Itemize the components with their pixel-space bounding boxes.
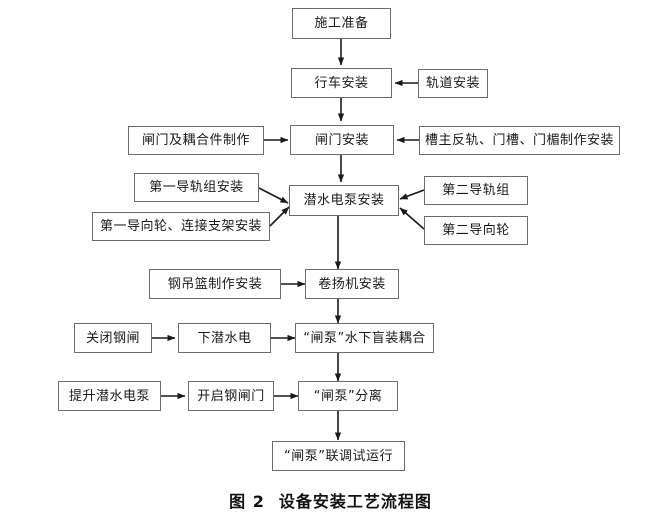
node-label: 槽主反轨、门槽、门楣制作安装 — [424, 133, 614, 148]
node-label: 关闭钢闸 — [85, 330, 140, 346]
node-lift-submersible-pump[interactable]: 提升潜水电泵 — [58, 381, 161, 411]
node-label: “闸泵”水下盲装耦合 — [303, 330, 426, 346]
node-second-guide-wheel[interactable]: 第二导向轮 — [424, 216, 528, 245]
node-label: 第一导轨组安装 — [149, 180, 244, 195]
node-label: 闸门及耦合件制作 — [141, 133, 250, 148]
node-construction-preparation[interactable]: 施工准备 — [292, 8, 391, 39]
figure-caption-label: 图 2 — [229, 492, 265, 511]
node-first-guide-wheel-and-bracket-installation[interactable]: 第一导向轮、连接支架安装 — [92, 212, 270, 241]
node-steel-hanging-basket-fabrication[interactable]: 钢吊篮制作安装 — [149, 269, 281, 299]
node-first-guide-rail-group-installation[interactable]: 第一导轨组安装 — [134, 173, 259, 202]
node-label: 行车安装 — [314, 75, 369, 91]
node-gate-and-coupling-fabrication[interactable]: 闸门及耦合件制作 — [128, 126, 264, 155]
node-submerge-pump[interactable]: 下潜水电 — [178, 323, 271, 353]
node-track-installation[interactable]: 轨道安装 — [418, 69, 488, 98]
node-label: 提升潜水电泵 — [68, 388, 150, 404]
node-label: 下潜水电 — [197, 330, 252, 346]
node-gate-pump-separation[interactable]: “闸泵”分离 — [298, 381, 398, 411]
node-open-steel-gate[interactable]: 开启钢闸门 — [188, 381, 274, 411]
node-label: 潜水电泵安装 — [303, 193, 385, 208]
edge-wheel2-to-pump — [399, 207, 425, 230]
node-crane-installation[interactable]: 行车安装 — [291, 68, 392, 98]
node-gate-installation[interactable]: 闸门安装 — [290, 125, 394, 155]
node-submersible-pump-installation[interactable]: 潜水电泵安装 — [289, 185, 399, 216]
figure-caption-title: 设备安装工艺流程图 — [278, 492, 432, 511]
node-label: 第二导向轮 — [442, 223, 510, 238]
edge-rail1-to-pump — [258, 187, 289, 204]
node-groove-rail-lintel-fabrication[interactable]: 槽主反轨、门槽、门楣制作安装 — [419, 126, 620, 155]
node-label: “闸泵”分离 — [313, 388, 383, 404]
edge-rail2-to-pump — [399, 189, 425, 200]
figure-caption: 图 2 设备安装工艺流程图 — [0, 488, 661, 512]
node-label: 第二导轨组 — [442, 183, 510, 198]
node-label: 第一导向轮、连接支架安装 — [99, 219, 262, 234]
node-label: 钢吊篮制作安装 — [167, 276, 263, 292]
node-label: “闸泵”联调试运行 — [284, 448, 393, 464]
node-close-steel-gate[interactable]: 关闭钢闸 — [74, 323, 152, 353]
node-joint-commissioning[interactable]: “闸泵”联调试运行 — [272, 441, 405, 471]
node-underwater-blind-coupling[interactable]: “闸泵”水下盲装耦合 — [295, 323, 434, 353]
node-winch-installation[interactable]: 卷扬机安装 — [305, 269, 399, 299]
node-label: 施工准备 — [314, 16, 369, 31]
node-label: 轨道安装 — [425, 76, 480, 91]
node-second-guide-rail-group[interactable]: 第二导轨组 — [424, 176, 528, 205]
node-label: 开启钢闸门 — [197, 388, 265, 404]
node-label: 卷扬机安装 — [318, 276, 386, 292]
node-label: 闸门安装 — [314, 132, 369, 148]
edge-wheel1-to-pump — [269, 206, 290, 227]
